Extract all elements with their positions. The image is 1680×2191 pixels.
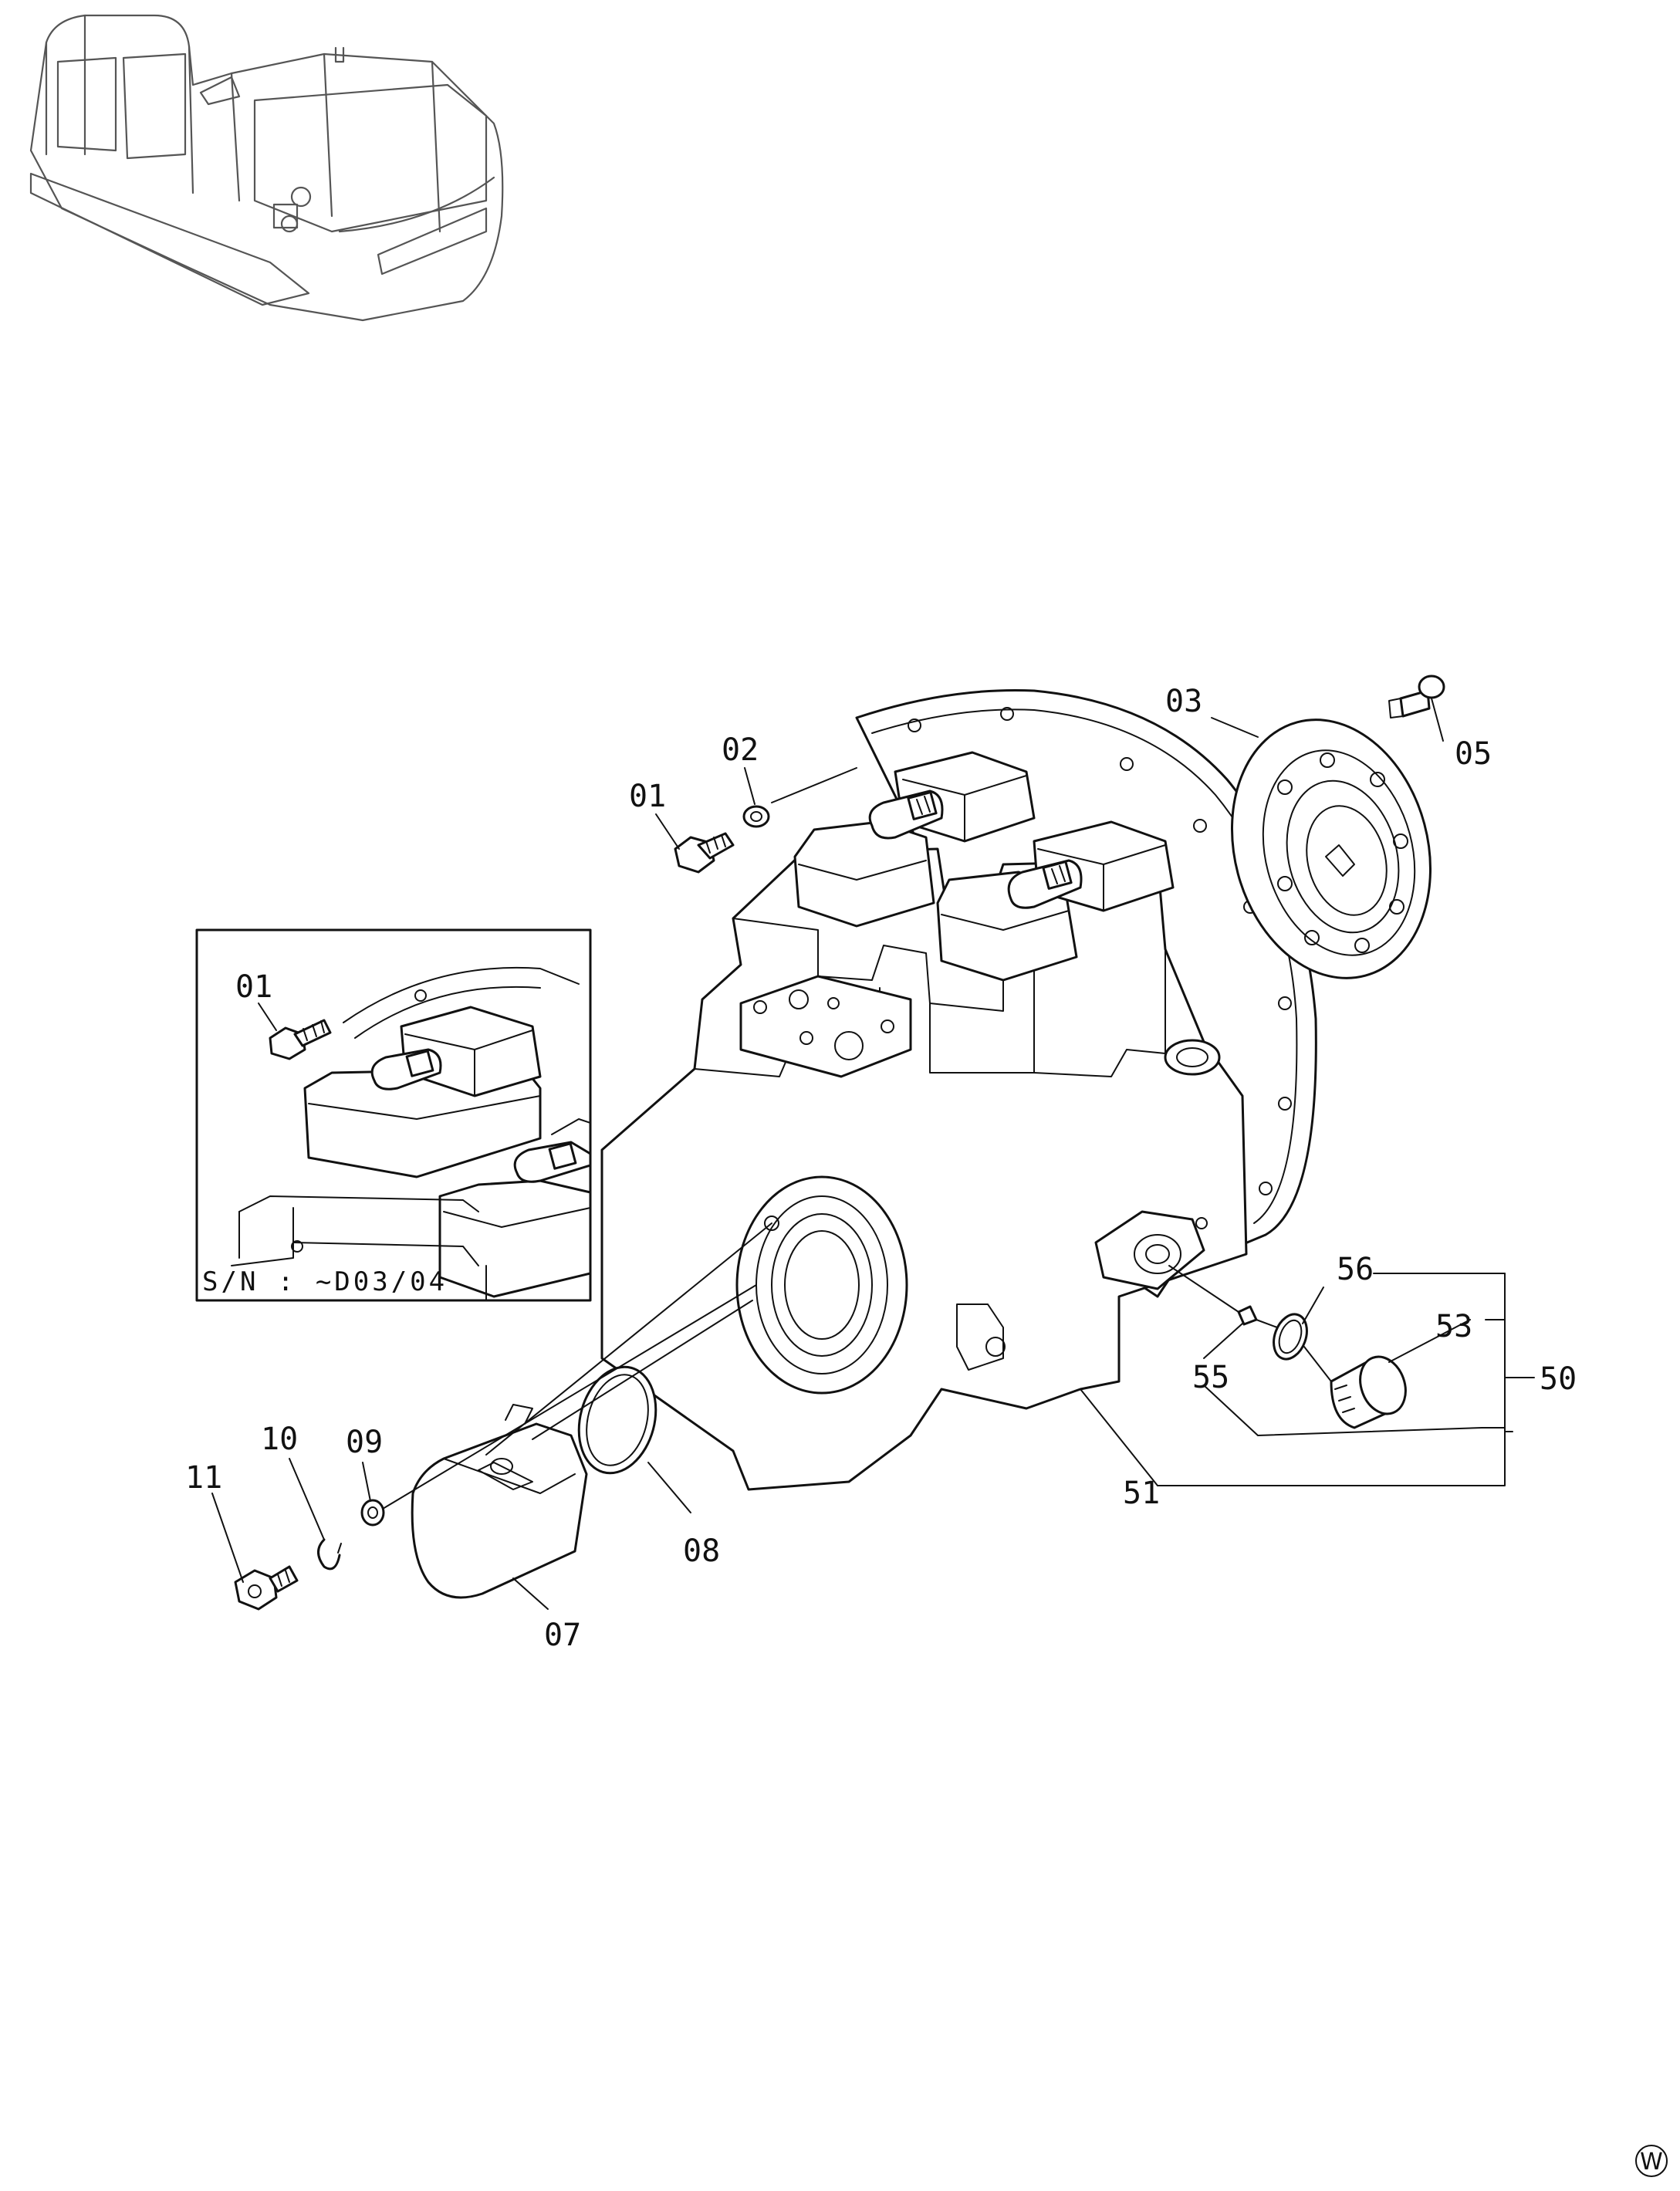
part-01-bolt [674,832,735,874]
inset-detail-box [195,928,592,1302]
callout-50: 50 [1540,1361,1577,1397]
excavator-locator-thumbnail [29,14,504,322]
part-55-screw [1237,1305,1258,1326]
callout-08: 08 [683,1533,720,1569]
callout-07: 07 [544,1618,581,1653]
callout-10: 10 [261,1422,298,1457]
inset-frame [195,928,592,1302]
part-11-bolt [234,1565,299,1611]
part-53-plug [1330,1355,1407,1429]
callout-01: 01 [629,779,666,814]
leader-lines [211,698,1535,1610]
callout-03: 03 [1165,684,1202,719]
callout-05: 05 [1455,736,1492,772]
callout-51: 51 [1123,1476,1160,1511]
inset-callout-01: 01 [235,969,272,1005]
pump-assembly [600,688,1317,1491]
valve-plate [739,975,912,1078]
callout-labels: 01 02 03 05 07 08 09 10 11 50 51 53 55 5… [185,684,1577,1653]
callout-09: 09 [346,1425,383,1460]
callout-11: 11 [185,1460,222,1496]
callout-02: 02 [722,732,759,768]
inset-serial-note: S/N : ~D03/04 [202,1266,448,1297]
part-10-spring-washer [317,1538,342,1571]
callout-56: 56 [1337,1252,1374,1287]
part-02-washer [742,805,770,828]
part-07-cover [411,1404,588,1599]
front-bore-flange [735,1175,908,1395]
side-port-flange [1094,1210,1205,1290]
part-03-coupling-plate [1230,718,1432,979]
callout-55: 55 [1192,1360,1229,1395]
corner-mark-letter: W [1640,2149,1663,2176]
part-08-o-ring [577,1365,657,1475]
part-56-o-ring [1273,1313,1308,1361]
corner-mark: W [1635,2145,1668,2177]
pump-body [600,847,1248,1491]
part-09-washer [360,1499,385,1527]
callout-53: 53 [1435,1309,1472,1344]
solenoid-block-1 [793,820,935,928]
